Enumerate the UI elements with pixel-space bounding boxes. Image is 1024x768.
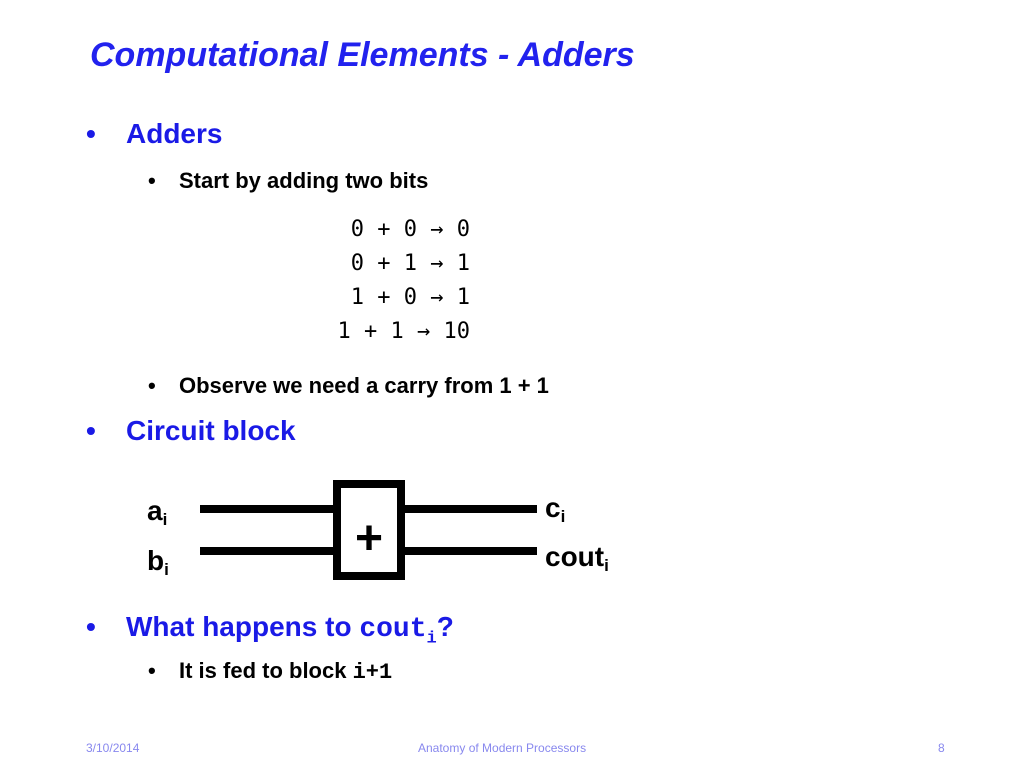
code-cout-sub: i xyxy=(426,629,437,649)
bullet-circuit-text: Circuit block xyxy=(126,415,296,446)
bullet-dot: • xyxy=(148,168,156,193)
bullet-observe-text: Observe we need a carry from 1 + 1 xyxy=(179,373,549,398)
adder-box xyxy=(333,480,405,580)
equation-row: 1 + 0 → 1 xyxy=(350,285,470,310)
bullet-adders-text: Adders xyxy=(126,118,223,149)
output-cout-label: couti xyxy=(545,541,609,575)
bullet-start-text: Start by adding two bits xyxy=(179,168,429,193)
footer-title: Anatomy of Modern Processors xyxy=(418,741,587,755)
output-c-label: ci xyxy=(545,492,566,526)
code-block-index: i+1 xyxy=(352,660,393,685)
footer-date: 3/10/2014 xyxy=(86,741,140,755)
code-cout: cout xyxy=(359,614,427,645)
equation-row: 1 + 1 → 10 xyxy=(337,319,470,344)
binary-addition-table: 0 + 0 → 0 0 + 1 → 1 1 + 0 → 1 1 + 1 → 10 xyxy=(290,213,470,349)
input-b-label: bi xyxy=(147,545,169,579)
bullet-dot: • xyxy=(86,415,96,446)
footer-page-number: 8 xyxy=(938,741,945,755)
bullet-dot: • xyxy=(148,658,156,683)
equation-row: 0 + 0 → 0 xyxy=(350,217,470,242)
equation-row: 0 + 1 → 1 xyxy=(350,251,470,276)
bullet-dot: • xyxy=(86,611,96,642)
bullet-what-text: What happens to couti? xyxy=(126,611,454,649)
slide-title: Computational Elements - Adders xyxy=(90,36,635,74)
bullet-fed-text: It is fed to block i+1 xyxy=(179,658,393,685)
bullet-dot: • xyxy=(86,118,96,149)
bullet-dot: • xyxy=(148,373,156,398)
adder-plus-symbol: + xyxy=(355,512,383,565)
input-a-label: ai xyxy=(147,495,168,529)
